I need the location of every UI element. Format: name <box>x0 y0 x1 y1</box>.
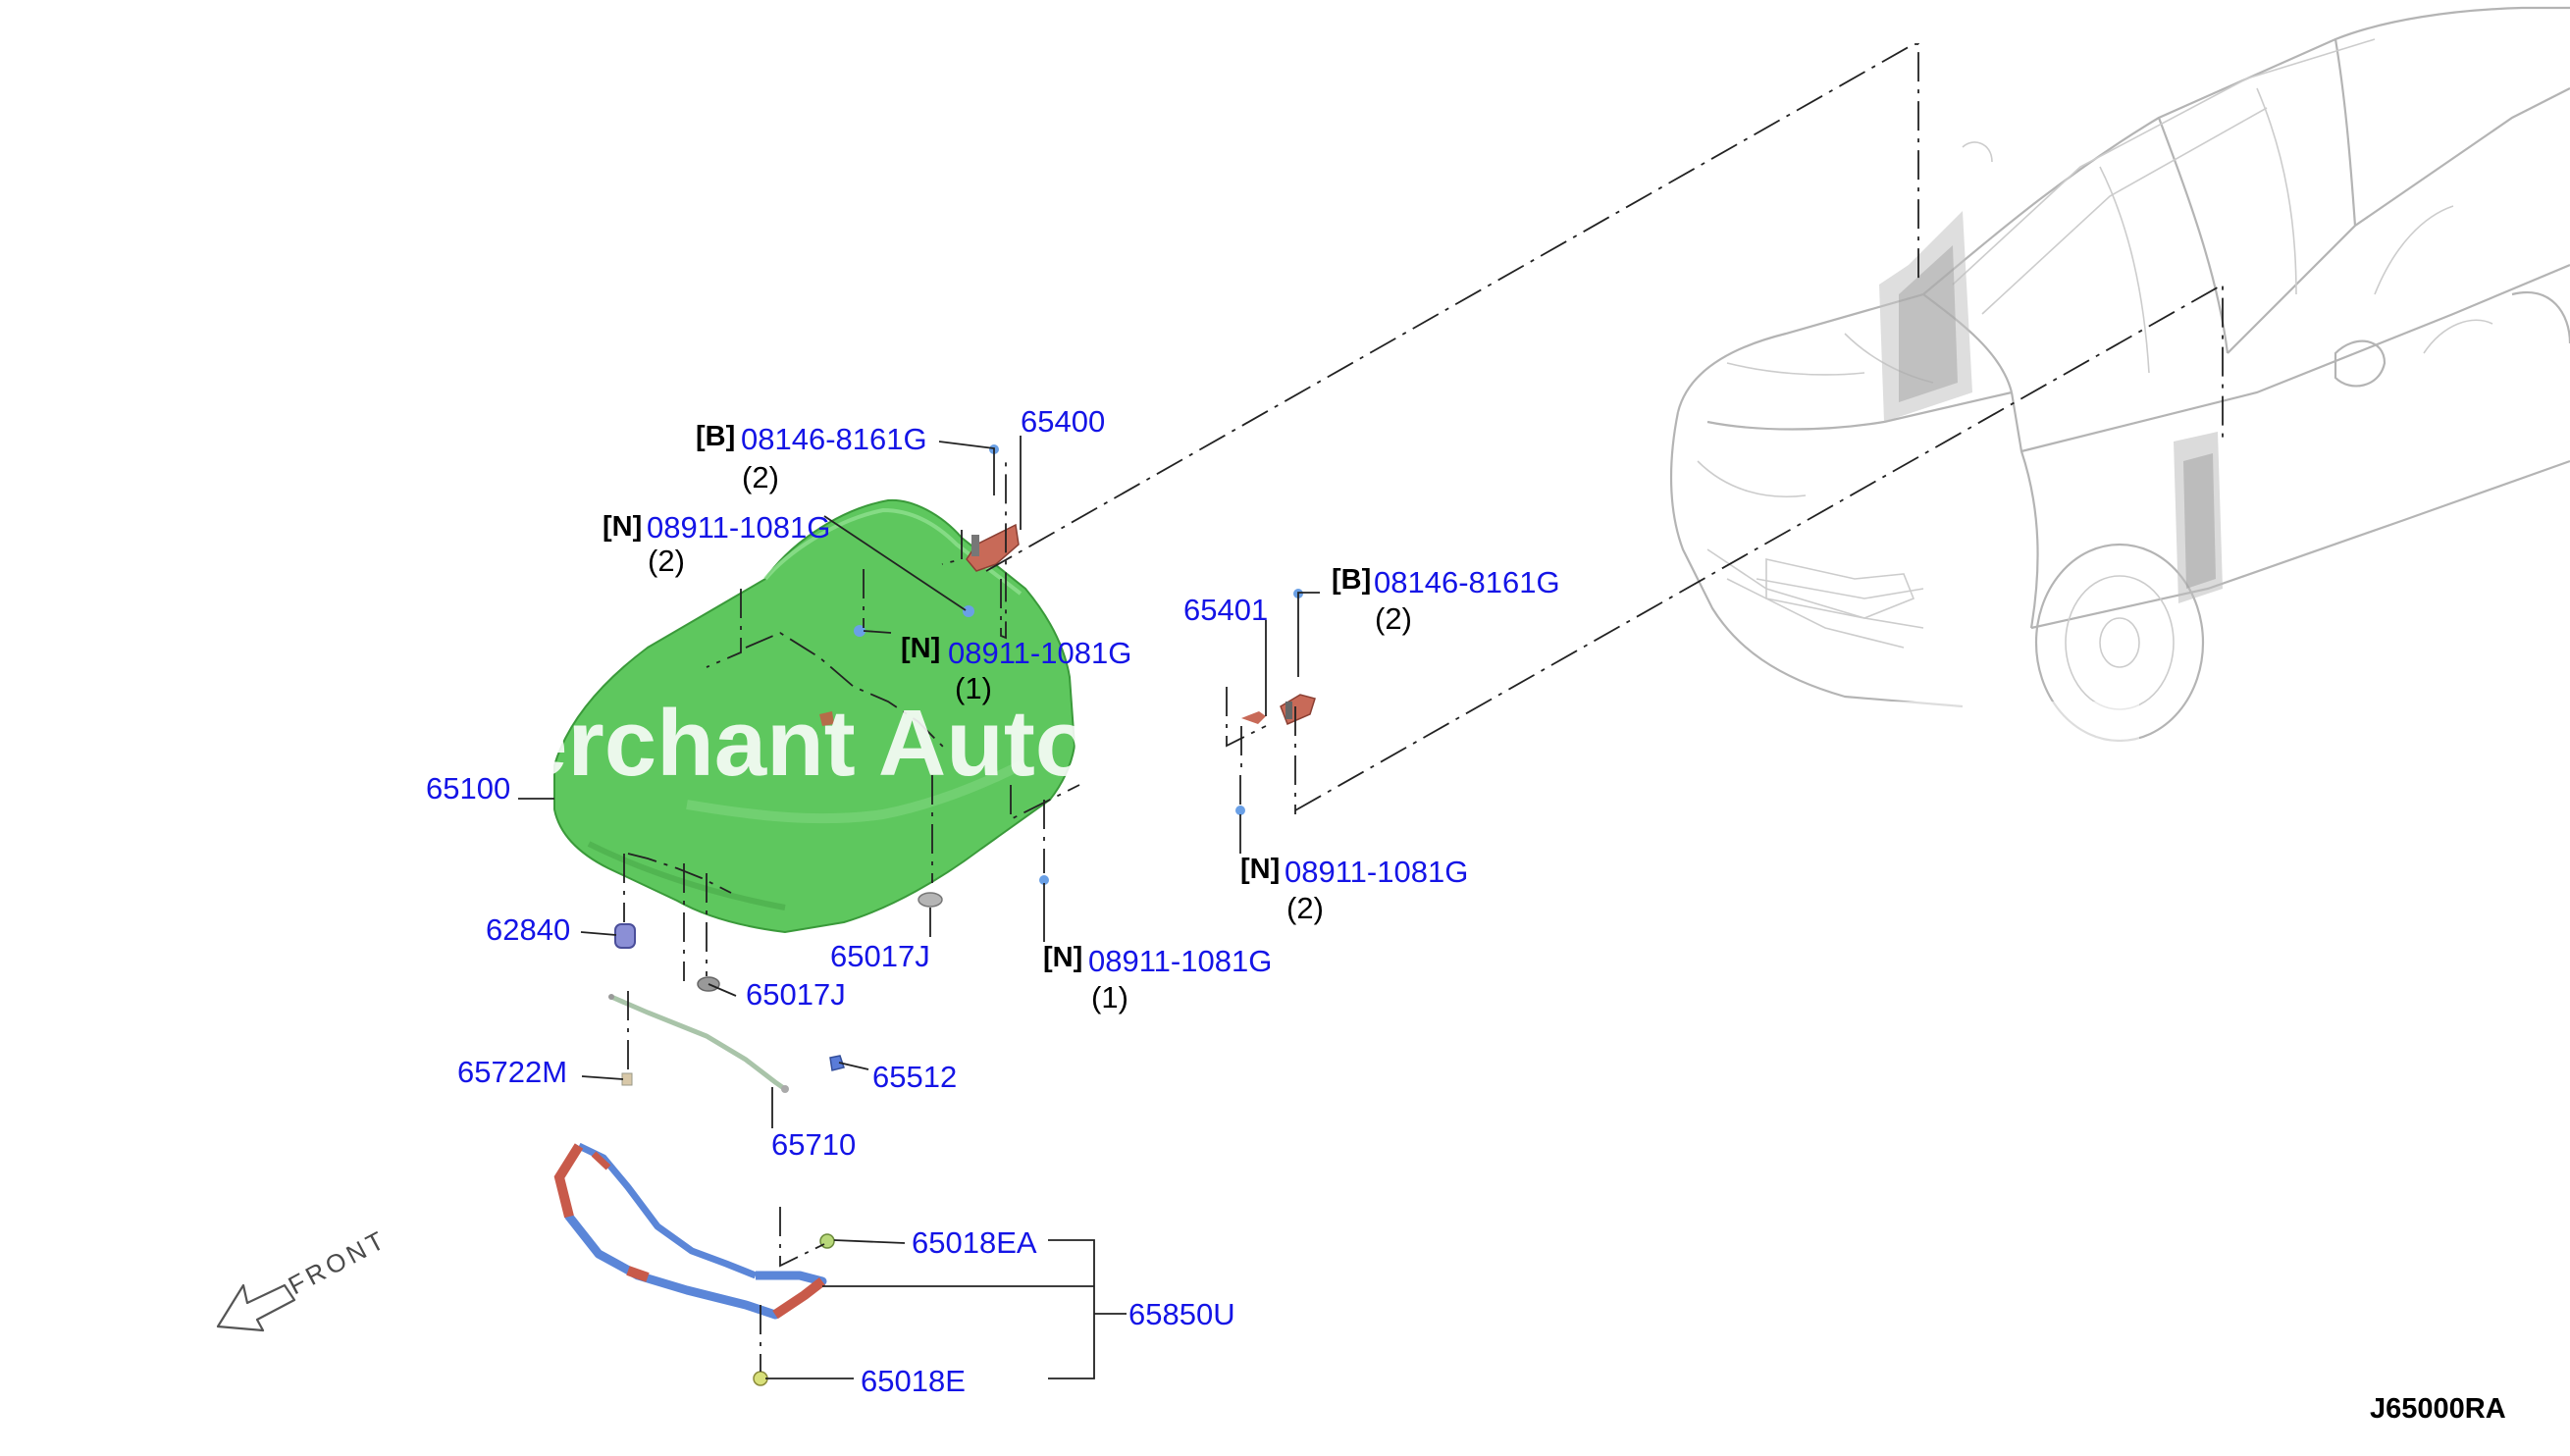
callout-08911-left: 08911-1081G <box>647 510 830 545</box>
callout-65850U: 65850U <box>1128 1297 1235 1331</box>
callout-bracket-n-mid: [N] <box>901 633 940 664</box>
callout-65400: 65400 <box>1021 404 1105 439</box>
callout-65401: 65401 <box>1183 593 1268 627</box>
leader-lines <box>518 436 1320 1379</box>
callout-08146-right: 08146-8161G <box>1374 565 1560 599</box>
callout-bracket-n-left: [N] <box>603 511 642 543</box>
callout-65017J-a: 65017J <box>830 939 930 973</box>
callout-bracket-b-right: [B] <box>1332 564 1371 596</box>
callout-bracket-n-low: [N] <box>1043 942 1082 973</box>
vehicle-outline <box>1669 6 2570 743</box>
front-direction-indicator: FRONT <box>216 1223 393 1332</box>
diagram-code: J65000RA <box>2370 1393 2506 1425</box>
callout-65512: 65512 <box>872 1060 957 1094</box>
callout-62840: 62840 <box>486 912 570 947</box>
callout-qty-b-left: (2) <box>742 460 779 494</box>
callout-qty-n-low: (1) <box>1091 980 1128 1014</box>
callout-65018E: 65018E <box>861 1364 966 1398</box>
callout-bracket-b-left: [B] <box>696 421 735 452</box>
callout-65722M: 65722M <box>457 1055 567 1089</box>
callout-65100: 65100 <box>426 771 510 806</box>
callout-08146-left: 08146-8161G <box>741 422 927 456</box>
callout-65018EA: 65018EA <box>912 1225 1037 1260</box>
callout-qty-b-right: (2) <box>1375 601 1412 636</box>
dash-dot-lines <box>623 43 2224 1372</box>
hood-panel <box>553 498 1076 934</box>
watermark-tail <box>1845 702 2139 770</box>
callout-labels: 65400 [B] 08146-8161G (2) [N] 08911-1081… <box>426 404 1560 1398</box>
callout-65710: 65710 <box>771 1127 856 1162</box>
hood-seal <box>553 1142 827 1320</box>
callout-bracket-n-right: [N] <box>1240 854 1280 885</box>
hood-hinge-right <box>1039 589 1316 885</box>
callout-qty-n-mid: (1) <box>955 671 992 705</box>
callout-65017J-b: 65017J <box>746 977 846 1012</box>
callout-08911-right: 08911-1081G <box>1285 855 1468 889</box>
callout-qty-n-left: (2) <box>648 544 685 578</box>
watermark-text: Merchant Auto <box>437 691 1092 796</box>
callout-08911-mid: 08911-1081G <box>948 636 1131 670</box>
front-label: FRONT <box>284 1223 393 1300</box>
callout-08911-low: 08911-1081G <box>1088 944 1272 978</box>
callout-qty-n-right: (2) <box>1286 891 1324 925</box>
